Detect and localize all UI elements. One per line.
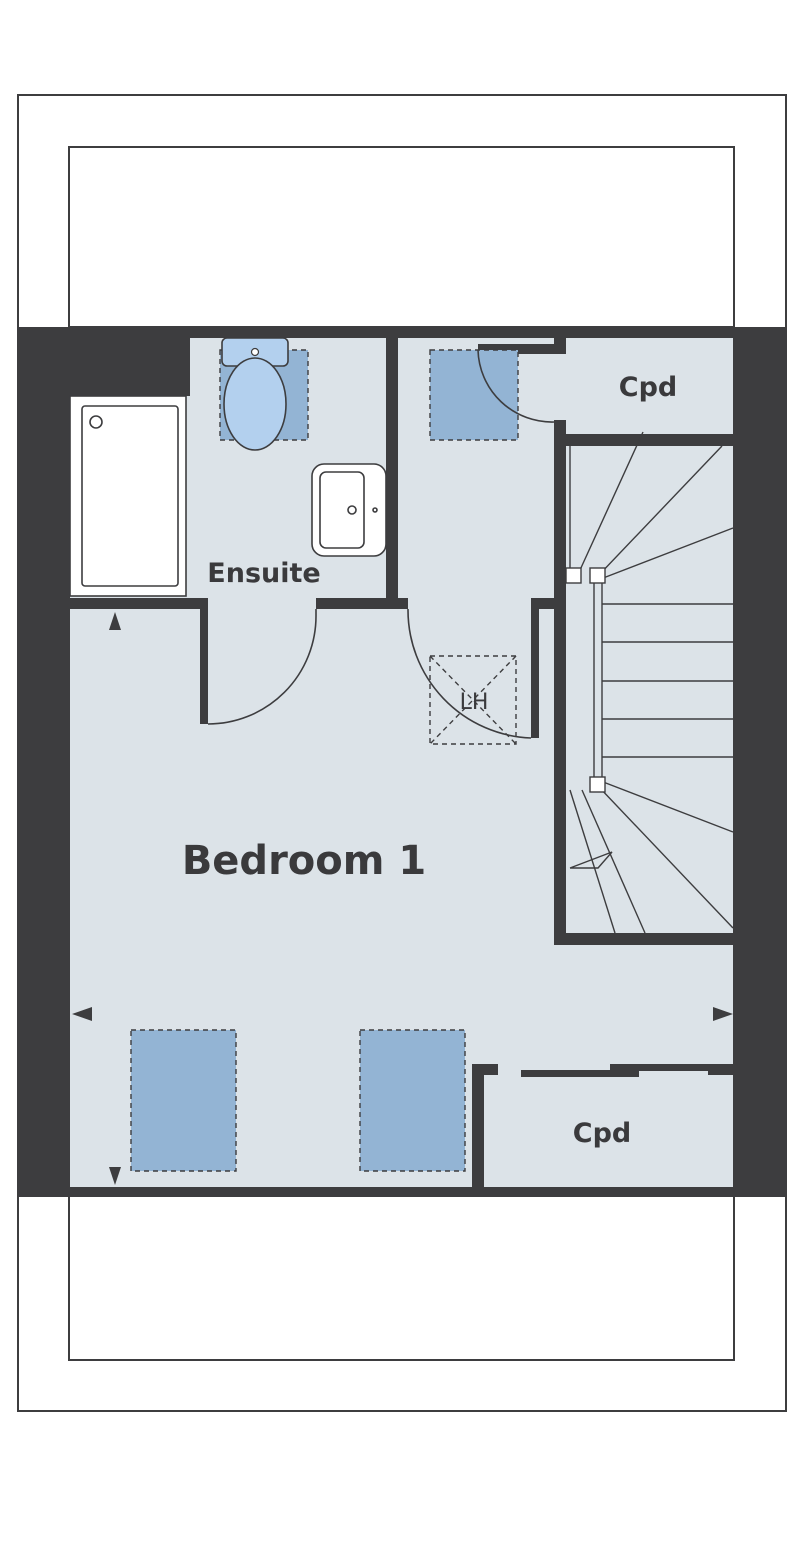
ensuite-bottom-wall-left [70, 598, 206, 609]
stair-newel-post [589, 776, 606, 793]
toilet [219, 337, 309, 451]
loft-hatch-cross-a [429, 655, 517, 745]
basin-plug-icon [347, 505, 357, 515]
toilet-flush-icon [250, 347, 260, 357]
cupboard-top-bottom-wall [554, 434, 734, 446]
stair-direction-arrow [569, 851, 613, 869]
loft-hatch [429, 655, 517, 745]
loft-hatch-outline [429, 655, 517, 745]
dimension-arrow-down-icon [109, 1167, 121, 1185]
basin-bowl [319, 471, 365, 549]
stair-winder [569, 789, 616, 934]
cupboard-top-door-swing [477, 349, 555, 423]
ensuite-door-swing [207, 609, 317, 725]
cupboard-bottom-right-jamb [708, 1064, 734, 1075]
roof-top-eaves [68, 146, 735, 328]
stair-winder [597, 445, 723, 577]
dimension-arrows [72, 612, 733, 1185]
cupboard-bottom-left-wall [472, 1064, 484, 1188]
cupboard-bottom-jamb [472, 1064, 498, 1075]
door-swings [207, 349, 555, 739]
bathtub [69, 395, 187, 597]
stair-winder [597, 779, 734, 833]
stair-newel-post [589, 567, 606, 584]
cupboard-bottom-sliding-door-a [521, 1070, 639, 1077]
ensuite-bottom-wall-right [316, 598, 408, 609]
cupboard-bottom-label: Cpd [573, 1118, 631, 1149]
cupboard-top-left-wall-lower [554, 420, 566, 446]
ensuite-door-jamb-left [200, 598, 208, 724]
roof-window-bedroom-right [359, 1029, 466, 1172]
stair-winder [597, 785, 734, 929]
dimension-arrow-up-icon [109, 612, 121, 630]
ensuite-landing-wall [386, 338, 398, 609]
stair-winder [579, 431, 644, 571]
stair-newel-post [565, 567, 582, 584]
stair-winder [581, 789, 646, 934]
bathtub-drain-icon [89, 415, 103, 429]
bedroom-label: Bedroom 1 [182, 838, 426, 884]
bathtub-inner [81, 405, 179, 587]
internal-walls [70, 338, 734, 1188]
staircase [565, 431, 734, 934]
roof-window-landing [429, 349, 519, 441]
cupboard-top-header [478, 344, 558, 354]
cupboard-top-label: Cpd [619, 372, 677, 403]
stair-enclosure-jamb [531, 598, 566, 609]
stair-enclosure-left-wall [554, 598, 566, 944]
dimension-arrow-right-icon [713, 1007, 733, 1021]
landing-door-swing [407, 608, 532, 739]
ensuite-label: Ensuite [207, 558, 320, 589]
roof-bottom-eaves [68, 1195, 735, 1361]
loft-hatch-cross-b [429, 655, 517, 745]
landing-door-jamb [531, 598, 539, 738]
toilet-bowl [223, 357, 287, 451]
cupboard-bottom-sliding-door-b [610, 1064, 710, 1071]
dimension-arrow-left-icon [72, 1007, 92, 1021]
roof-window-bedroom-left [130, 1029, 237, 1172]
roof-windows [130, 349, 519, 1172]
basin-tap-icon [372, 507, 378, 513]
stair-winder [597, 527, 734, 581]
loft-hatch-label: LH [460, 690, 489, 715]
cupboard-top-floor [554, 338, 733, 434]
stair-enclosure-bottom-wall [554, 933, 734, 945]
basin [311, 463, 387, 557]
